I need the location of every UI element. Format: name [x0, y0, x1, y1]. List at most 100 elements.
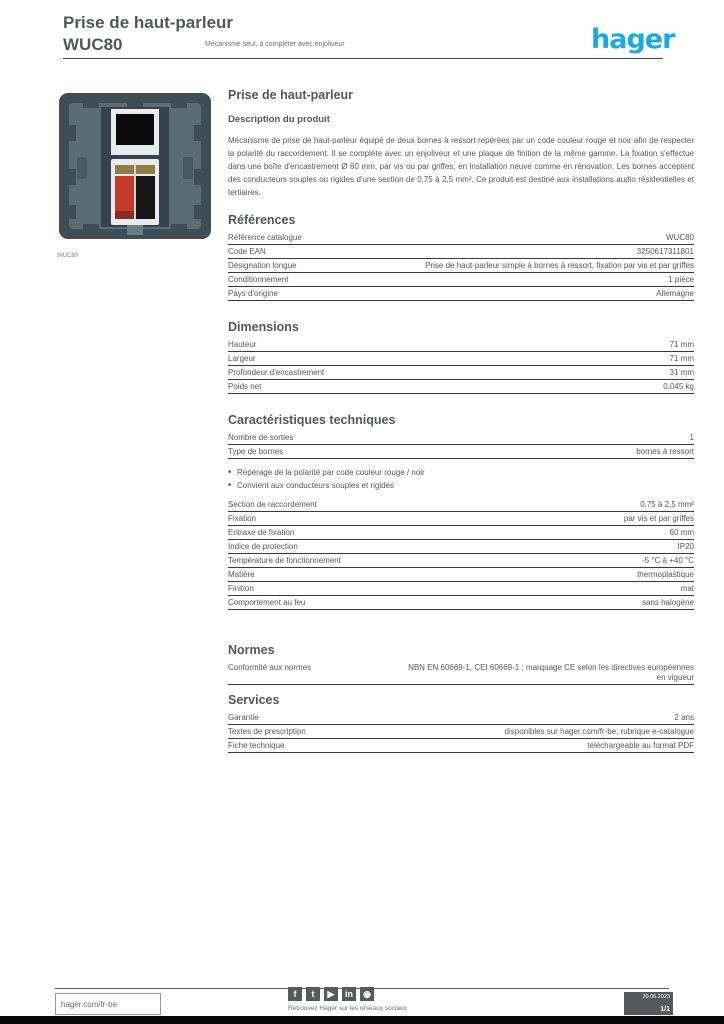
- website-link[interactable]: hager.com/fr-be: [55, 993, 161, 1015]
- section-subheading: Description du produit: [228, 114, 330, 125]
- spec-value: thermoplastique: [637, 570, 694, 579]
- spec-label: Poids net: [228, 382, 262, 391]
- page-subtitle: Mécanisme seul, à compléter avec enjoliv…: [205, 41, 345, 48]
- spec-value: 0,045 kg: [663, 382, 694, 391]
- spec-row: Nombre de sorties 1: [228, 431, 694, 445]
- section-heading: Dimensions: [228, 320, 299, 334]
- spec-label: Matière: [228, 570, 255, 579]
- page-bottom-bar: [0, 1016, 724, 1024]
- spec-label: Comportement au feu: [228, 598, 306, 607]
- speaker-terminal-red-shadow: [115, 211, 134, 219]
- page-title-reference: WUC80: [63, 35, 123, 54]
- product-photo: [59, 93, 211, 239]
- spec-value: disponibles sur hager.com/fr-be, rubriqu…: [504, 727, 694, 736]
- spec-label: Fiche technique: [228, 741, 285, 750]
- speaker-terminal-red: [115, 176, 134, 219]
- spec-value: -5 °C à +40 °C: [642, 556, 694, 565]
- header-divider: [63, 58, 663, 59]
- spec-label: Température de fonctionnement: [228, 556, 341, 565]
- page-info-box: 20.06.2023 1/1: [624, 992, 673, 1015]
- spec-value: 1: [689, 433, 694, 442]
- frame-notches: [69, 101, 201, 231]
- spec-row: Profondeur d'encastrement 31 mm: [228, 366, 694, 380]
- spec-value: 3250617311801: [636, 247, 694, 256]
- spec-row: Désignation longue Prise de haut-parleur …: [228, 259, 694, 273]
- spec-label: Code EAN: [228, 247, 266, 256]
- spec-value: 1 pièce: [668, 275, 694, 284]
- spec-value: Allemagne: [656, 289, 694, 298]
- spec-row: Hauteur 71 mm: [228, 338, 694, 352]
- spec-row: Pays d'origine Allemagne: [228, 287, 694, 301]
- spec-label: Largeur: [228, 354, 256, 363]
- section-heading: Prise de haut-parleur: [228, 88, 354, 102]
- section-paragraph: Mécanisme de prise de haut-parleur équip…: [228, 136, 694, 197]
- spec-label: Textes de prescription: [228, 727, 306, 736]
- section-s4c: Section de raccordement 0,75 à 2,5 mm² Fix…: [228, 498, 694, 610]
- spec-value: Prise de haut-parleur simple à bornes à …: [425, 261, 694, 270]
- youtube-icon[interactable]: ▶: [324, 987, 338, 1001]
- spec-label: Conformité aux normes: [228, 663, 312, 672]
- spec-value: 71 mm: [669, 340, 694, 349]
- facebook-icon[interactable]: f: [288, 987, 302, 1001]
- spec-row: Code EAN 3250617311801: [228, 245, 694, 259]
- side-rail-mark: [77, 157, 87, 179]
- spec-value: NBN EN 60669-1, CEI 60669-1 ; marquage C…: [408, 663, 694, 682]
- spec-label: Pays d'origine: [228, 289, 278, 298]
- spec-value: 60 mm: [669, 528, 694, 537]
- side-rail-mark-right: [183, 157, 193, 179]
- product-figure: WUC80: [57, 87, 213, 259]
- spec-label: Désignation longue: [228, 261, 297, 270]
- spec-value: téléchargeable au format PDF: [587, 741, 694, 750]
- spec-value: 31 mm: [669, 368, 694, 377]
- hager-logo: hager: [591, 24, 675, 55]
- instagram-icon[interactable]: ◉: [360, 987, 374, 1001]
- page-title-line1: Prise de haut-parleur: [63, 13, 234, 32]
- spec-label: Conditionnement: [228, 275, 289, 284]
- spec-row: Poids net 0,045 kg: [228, 380, 694, 394]
- spec-label: Référence catalogue: [228, 233, 302, 242]
- spec-row: Comportement au feu sans halogène: [228, 596, 694, 610]
- spec-value: sans halogène: [641, 598, 694, 607]
- page-number: 1/1: [660, 1006, 670, 1013]
- spec-row: Section de raccordement 0,75 à 2,5 mm²: [228, 498, 694, 512]
- terminal-divider: [134, 165, 136, 219]
- label-window: [116, 114, 154, 145]
- product-caption: WUC80: [57, 253, 79, 259]
- spec-value: WUC80: [665, 233, 694, 242]
- spec-row: Conformité aux normes NBN EN 60669-1, CEI…: [228, 661, 694, 685]
- spec-row: Conditionnement 1 pièce: [228, 273, 694, 287]
- linkedin-icon[interactable]: in: [342, 987, 356, 1001]
- spec-label: Finition: [228, 584, 254, 593]
- spec-label: Profondeur d'encastrement: [228, 368, 325, 377]
- bottom-latch: [127, 225, 143, 235]
- spec-value: 2 ans: [674, 713, 694, 722]
- spec-value: par vis et par griffes: [623, 514, 694, 523]
- twitter-icon[interactable]: t: [306, 987, 320, 1001]
- spec-row: Textes de prescription disponibles sur ha…: [228, 725, 694, 739]
- section-heading: Normes: [228, 643, 275, 657]
- spec-label: Nombre de sorties: [228, 433, 294, 442]
- spec-row: Fiche technique téléchargeable au format …: [228, 739, 694, 753]
- section-s4b: Repérage de la polarité par code couleur…: [228, 466, 694, 492]
- spec-label: Hauteur: [228, 340, 257, 349]
- spec-label: Fixation: [228, 514, 257, 523]
- speaker-terminal-black: [136, 176, 155, 219]
- spec-label: Type de bornes: [228, 447, 284, 456]
- spec-value: 0,75 à 2,5 mm²: [640, 500, 694, 509]
- spec-value: mat: [680, 584, 694, 593]
- spec-label: Section de raccordement: [228, 500, 317, 509]
- feature-item: Convient aux conducteurs souples et rigi…: [228, 479, 694, 492]
- spec-row: Fixation par vis et par griffes: [228, 512, 694, 526]
- contact-strip-left: [115, 165, 134, 174]
- section-heading: Références: [228, 213, 296, 227]
